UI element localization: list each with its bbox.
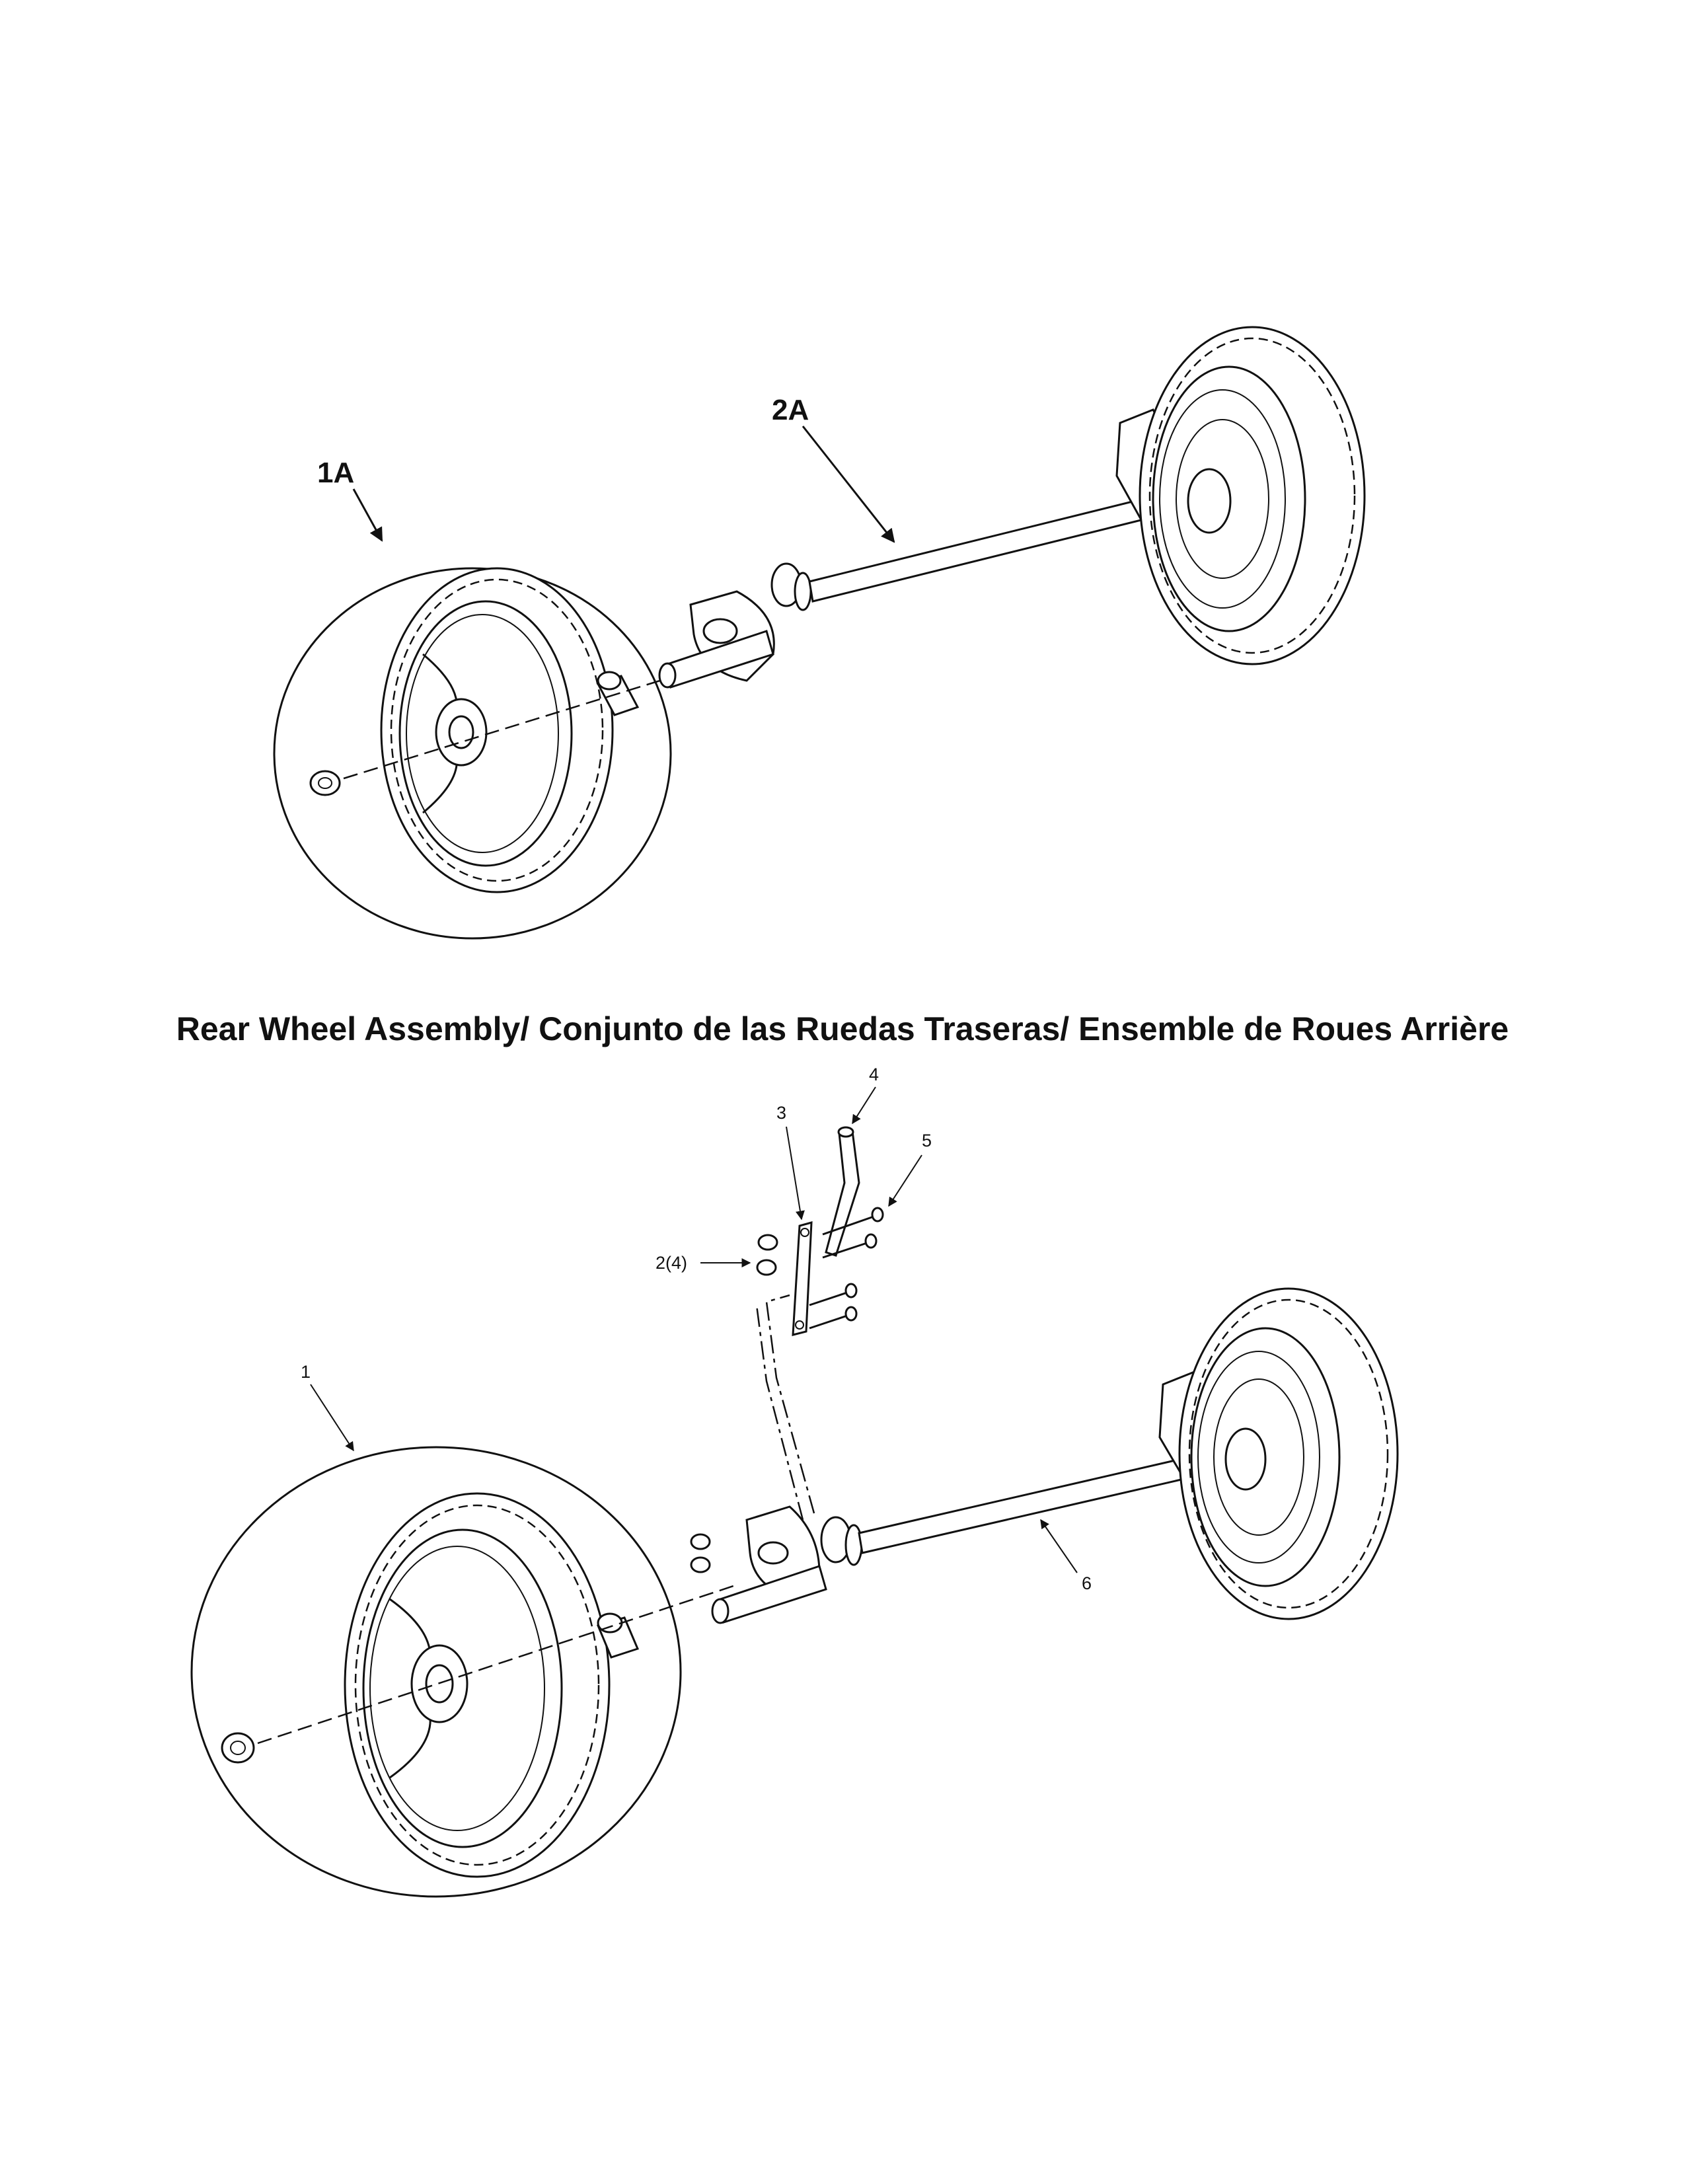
lower-washer xyxy=(820,1516,863,1566)
lower-detail-circle xyxy=(190,1446,682,1898)
upper-axle xyxy=(808,498,1148,603)
lower-left-wheel xyxy=(344,1492,611,1878)
lower-guide-line xyxy=(765,1294,815,1514)
lower-assembly: 1 2(4) 3 4 5 6 xyxy=(190,1065,1399,1898)
upper-detail-circle xyxy=(273,567,672,940)
link-plate xyxy=(792,1221,813,1336)
callout-4-leader xyxy=(852,1086,876,1125)
callout-6-leader xyxy=(1040,1519,1078,1573)
upper-center-line xyxy=(343,676,671,780)
handle-rod xyxy=(825,1130,860,1257)
upper-hub-cap xyxy=(309,770,341,796)
upper-assembly: 1A 2A xyxy=(273,326,1366,940)
lower-right-wheel xyxy=(1178,1287,1399,1620)
upper-bushing xyxy=(596,671,640,716)
upper-right-wheel xyxy=(1139,326,1366,665)
callout-3: 3 xyxy=(776,1103,786,1123)
link-bolts xyxy=(809,1207,884,1330)
callout-5-leader xyxy=(888,1154,922,1207)
callout-1A-leader xyxy=(352,488,383,542)
lower-axle xyxy=(858,1456,1194,1554)
callout-2-4: 2(4) xyxy=(655,1253,687,1273)
upper-left-bracket xyxy=(658,590,775,689)
link-nuts xyxy=(756,1234,778,1276)
page-title: Rear Wheel Assembly/ Conjunto de las Rue… xyxy=(176,1010,1509,1047)
callout-5: 5 xyxy=(922,1131,932,1150)
lower-left-bracket xyxy=(711,1505,827,1624)
callout-3-leader xyxy=(786,1126,805,1221)
lower-hub-cap xyxy=(221,1732,255,1764)
callout-1A: 1A xyxy=(317,457,354,489)
lower-bracket-nuts xyxy=(690,1533,711,1573)
callout-6: 6 xyxy=(1082,1573,1092,1593)
callout-2A-leader xyxy=(802,426,895,543)
callout-1-leader xyxy=(310,1384,354,1452)
upper-washer xyxy=(770,562,812,611)
callout-1: 1 xyxy=(301,1362,311,1382)
callout-4: 4 xyxy=(869,1065,879,1084)
callout-2A: 2A xyxy=(772,394,809,426)
